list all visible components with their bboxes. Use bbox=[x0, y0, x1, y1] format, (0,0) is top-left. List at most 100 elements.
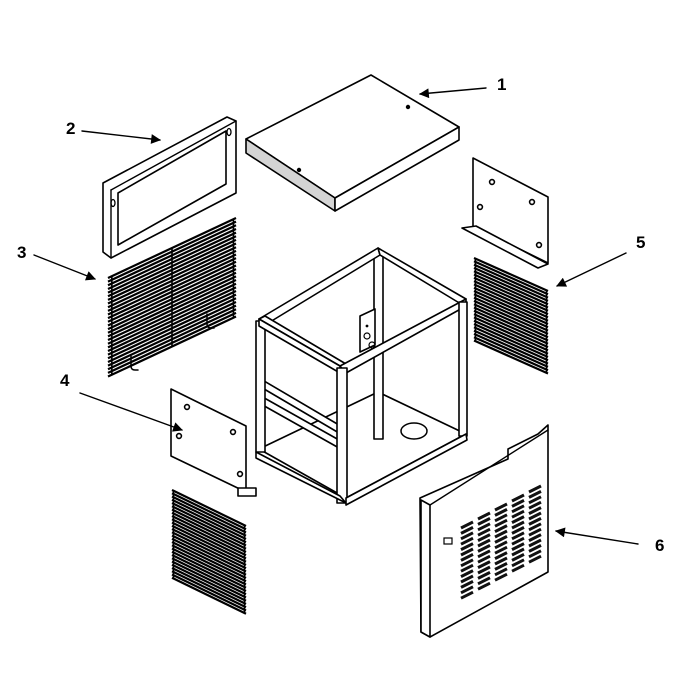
grill-bar bbox=[473, 280, 549, 316]
grill-bar bbox=[473, 303, 549, 339]
vent-slot bbox=[528, 544, 542, 553]
grill-bar bbox=[473, 316, 549, 352]
vent-slot bbox=[460, 531, 474, 541]
grill-bar bbox=[473, 322, 549, 359]
base-frame bbox=[255, 247, 468, 506]
right-side-panel bbox=[461, 157, 549, 269]
callout-label-2: 2 bbox=[66, 119, 75, 138]
grill-bar bbox=[473, 289, 549, 326]
grill-bar bbox=[171, 489, 247, 527]
vent-slot bbox=[511, 553, 525, 562]
vent-slot bbox=[494, 545, 508, 555]
grill-bar bbox=[171, 518, 247, 557]
vent-slot bbox=[528, 517, 542, 526]
callout-label-6: 6 bbox=[655, 536, 664, 555]
vent-slot bbox=[460, 526, 474, 535]
callout-label-3: 3 bbox=[17, 243, 26, 262]
vent-slot bbox=[460, 542, 474, 551]
grill-bar bbox=[473, 336, 549, 372]
grill-bar bbox=[171, 524, 247, 563]
grill-bar bbox=[171, 544, 247, 583]
grill-bar bbox=[171, 528, 247, 566]
vent-slot bbox=[528, 506, 542, 515]
grill-bar bbox=[473, 306, 549, 342]
grill-bar bbox=[473, 256, 549, 293]
vent-slot bbox=[477, 522, 491, 532]
vent-slot bbox=[477, 571, 491, 580]
vent-slot bbox=[511, 493, 525, 503]
grill-bar bbox=[473, 326, 549, 362]
grill-bar bbox=[473, 276, 549, 312]
callout-label-4: 4 bbox=[60, 371, 70, 390]
vent-slot bbox=[494, 551, 508, 560]
vent-slot bbox=[494, 567, 508, 577]
callout-3: 3 bbox=[17, 243, 96, 281]
grill-bar bbox=[473, 286, 549, 322]
arrow-icon bbox=[33, 254, 96, 281]
grill-bar bbox=[473, 339, 549, 375]
vent-slot bbox=[528, 511, 542, 521]
vent-slot bbox=[477, 576, 491, 586]
grill-bar bbox=[171, 560, 247, 599]
grill-bar bbox=[473, 319, 549, 355]
vent-slot bbox=[494, 524, 508, 533]
vent-slot bbox=[494, 513, 508, 523]
top-cover-panel bbox=[245, 74, 460, 212]
vent-slot bbox=[477, 544, 491, 553]
vent-slot bbox=[511, 509, 525, 519]
vent-slot bbox=[460, 553, 474, 562]
grill-bar bbox=[171, 550, 247, 589]
callout-4: 4 bbox=[60, 371, 183, 432]
vent-slot bbox=[494, 535, 508, 544]
callout-2: 2 bbox=[66, 119, 161, 144]
grill-bar bbox=[171, 547, 247, 586]
right-side-grill bbox=[473, 256, 549, 375]
vent-slot bbox=[511, 542, 525, 551]
vent-slot bbox=[511, 515, 525, 524]
grill-bar bbox=[473, 266, 549, 302]
vent-slot bbox=[477, 581, 491, 591]
vent-slot bbox=[460, 580, 474, 589]
vent-slot bbox=[511, 531, 525, 541]
vent-slot bbox=[460, 569, 474, 578]
callout-1: 1 bbox=[419, 75, 506, 99]
grill-bar bbox=[473, 293, 549, 329]
arrow-icon bbox=[81, 130, 161, 144]
callout-label-1: 1 bbox=[497, 75, 506, 94]
vent-slot bbox=[528, 549, 542, 559]
vent-slot bbox=[477, 565, 491, 575]
grill-bar bbox=[171, 502, 247, 540]
vent-slot bbox=[460, 558, 474, 568]
vent-slot bbox=[511, 536, 525, 546]
grill-bar bbox=[473, 332, 549, 368]
vent-slot bbox=[528, 554, 542, 564]
vent-slot bbox=[494, 556, 508, 566]
vent-slot bbox=[460, 590, 474, 600]
vent-slot bbox=[477, 554, 491, 564]
callout-label-5: 5 bbox=[636, 233, 645, 252]
grill-bar bbox=[171, 505, 247, 544]
vent-slot bbox=[494, 518, 508, 528]
vent-slot bbox=[460, 574, 474, 584]
grill-bar bbox=[473, 270, 549, 306]
vent-slot bbox=[494, 502, 508, 512]
left-side-panel bbox=[170, 388, 257, 497]
vent-slot bbox=[528, 522, 542, 532]
vent-slot bbox=[494, 572, 508, 582]
front-panel-vents bbox=[460, 484, 542, 600]
callout-6: 6 bbox=[555, 527, 664, 555]
vent-slot bbox=[477, 533, 491, 542]
grill-bar bbox=[171, 567, 247, 605]
grill-bar bbox=[171, 495, 247, 534]
vent-slot bbox=[460, 585, 474, 595]
grill-bar bbox=[171, 537, 247, 576]
vent-slot bbox=[528, 527, 542, 537]
vent-slot bbox=[477, 517, 491, 526]
grill-bar bbox=[171, 498, 247, 537]
vent-slot bbox=[528, 538, 542, 548]
vent-slot bbox=[511, 504, 525, 514]
callout-5: 5 bbox=[556, 233, 645, 287]
grill-bar bbox=[171, 531, 247, 570]
grill-bar bbox=[473, 273, 549, 309]
grill-bar bbox=[171, 508, 247, 547]
